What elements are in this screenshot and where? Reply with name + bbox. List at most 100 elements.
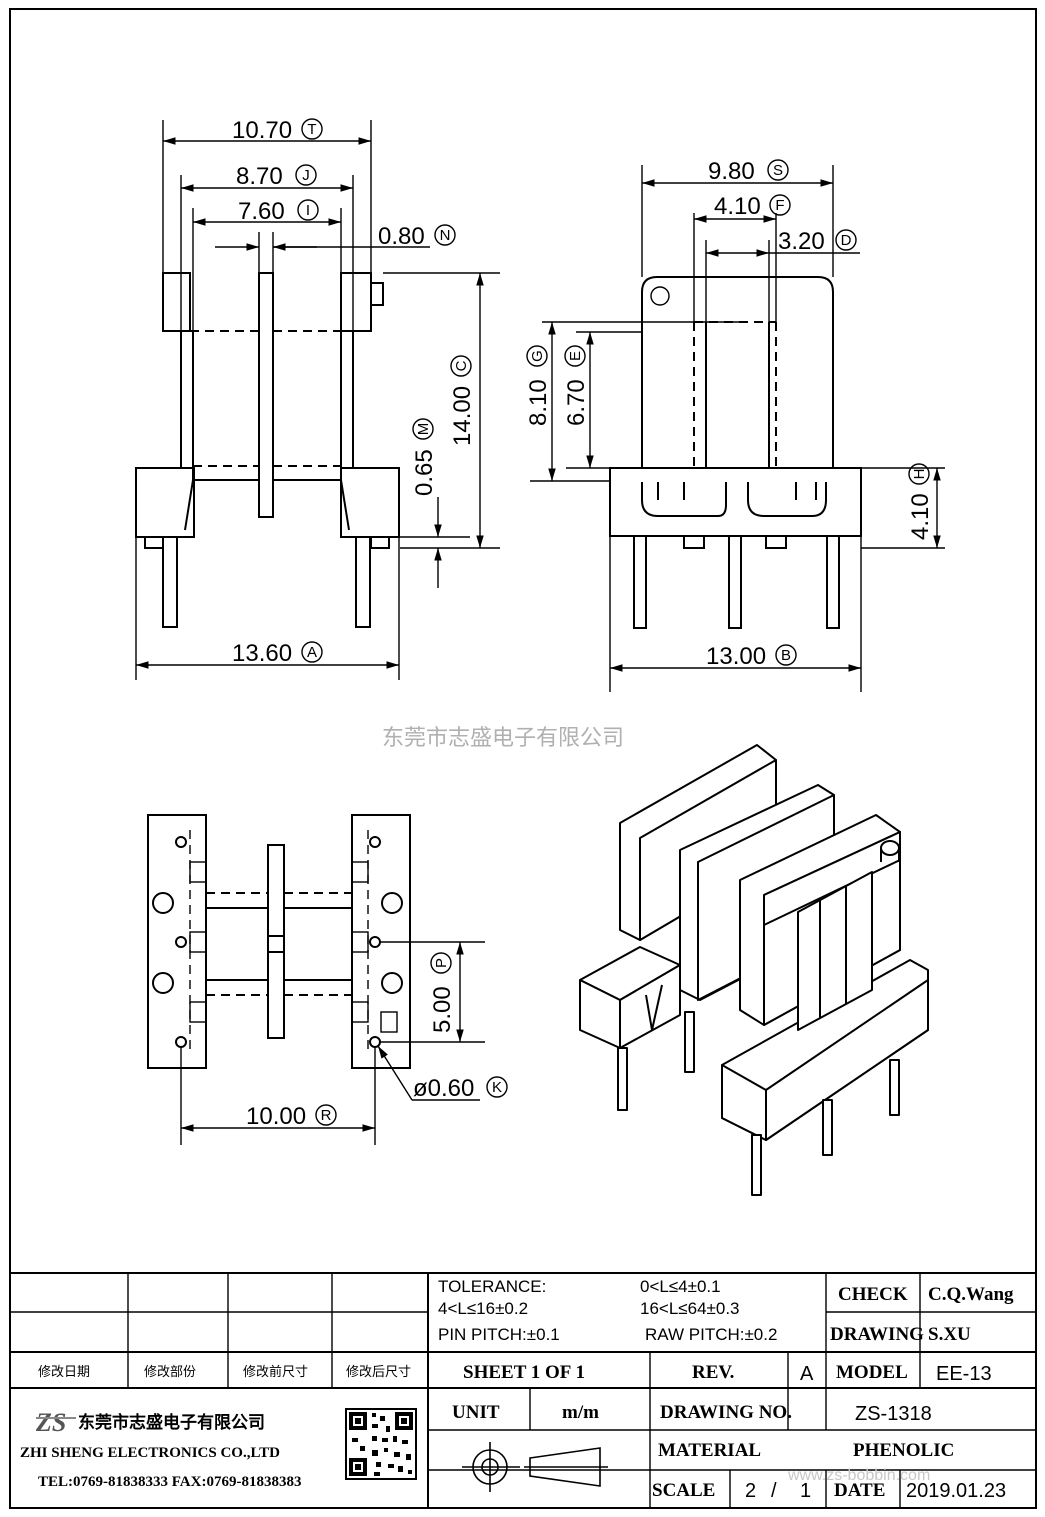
svg-text:P: P xyxy=(433,958,450,968)
dim-E: 6.70 E xyxy=(563,345,590,426)
rev-value: A xyxy=(800,1363,814,1385)
svg-text:J: J xyxy=(302,167,310,184)
scale-separator: / xyxy=(771,1480,777,1502)
svg-text:7.60: 7.60 xyxy=(238,198,285,225)
tolerance-range-2: 4<L≤16±0.2 xyxy=(438,1299,528,1318)
dim-S: 9.80 S xyxy=(708,158,789,185)
bottom-dimension-lines xyxy=(181,942,480,1132)
rev-date-label: 修改日期 xyxy=(38,1365,90,1380)
svg-text:0.80: 0.80 xyxy=(378,223,425,250)
unit-label: UNIT xyxy=(452,1402,500,1423)
svg-text:8.70: 8.70 xyxy=(236,163,283,190)
svg-text:0.65: 0.65 xyxy=(411,449,438,496)
rev-before-label: 修改前尺寸 xyxy=(243,1364,308,1380)
model-label: MODEL xyxy=(836,1362,908,1383)
company-name-en: ZHI SHENG ELECTRONICS CO.,LTD xyxy=(20,1445,280,1461)
scale-a: 2 xyxy=(745,1480,756,1502)
front-view xyxy=(135,120,500,680)
material-value: PHENOLIC xyxy=(853,1440,954,1461)
dim-I: 7.60 I xyxy=(238,198,319,225)
tolerance-range-3: 16<L≤64±0.3 xyxy=(640,1299,740,1318)
sheet-count: SHEET 1 OF 1 xyxy=(463,1362,585,1383)
svg-text:D: D xyxy=(841,232,852,249)
svg-text:F: F xyxy=(775,197,784,214)
watermark-text: 东莞市志盛电子有限公司 xyxy=(382,726,624,751)
svg-text:13.60: 13.60 xyxy=(232,640,292,667)
projection-symbol-icon xyxy=(462,1442,608,1492)
svg-text:R: R xyxy=(321,1107,332,1124)
svg-text:8.10: 8.10 xyxy=(525,379,552,426)
qr-code xyxy=(345,1408,417,1480)
side-dimension-lines xyxy=(548,179,941,672)
dim-P: 5.00 P xyxy=(429,952,456,1033)
svg-text:ZS: ZS xyxy=(35,1408,66,1437)
svg-text:4.10: 4.10 xyxy=(714,193,761,220)
tolerance-label: TOLERANCE: xyxy=(438,1277,546,1296)
rev-label: REV. xyxy=(692,1362,734,1383)
svg-text:S: S xyxy=(773,162,783,179)
tolerance-range-1: 0<L≤4±0.1 xyxy=(640,1277,721,1296)
scale-label: SCALE xyxy=(652,1480,715,1501)
svg-text:C: C xyxy=(453,360,470,371)
company-name-cn: 东莞市志盛电子有限公司 xyxy=(78,1412,265,1433)
svg-text:5.00: 5.00 xyxy=(429,986,456,1033)
svg-text:4.10: 4.10 xyxy=(907,493,934,540)
title-block-text: TOLERANCE: 0<L≤4±0.1 4<L≤16±0.2 16<L≤64±… xyxy=(20,1277,1014,1502)
drawing-value: S.XU xyxy=(928,1324,971,1345)
model-value: EE-13 xyxy=(936,1363,992,1385)
drawing-label: DRAWING xyxy=(830,1324,924,1345)
dim-B: 13.00 B xyxy=(706,643,797,670)
front-dimension-lines xyxy=(136,137,484,669)
svg-text:G: G xyxy=(529,350,546,362)
svg-text:14.00: 14.00 xyxy=(449,386,476,446)
side-view xyxy=(530,165,945,692)
bottom-view xyxy=(147,814,485,1145)
dim-K: ø0.60 K xyxy=(413,1075,508,1102)
svg-text:3.20: 3.20 xyxy=(778,228,825,255)
sheet-border xyxy=(9,8,1037,1509)
scale-b: 1 xyxy=(800,1480,811,1502)
svg-text:B: B xyxy=(781,647,791,664)
svg-text:10.00: 10.00 xyxy=(246,1103,306,1130)
dim-T: 10.70 T xyxy=(232,117,323,144)
pin-pitch: PIN PITCH:±0.1 xyxy=(438,1325,560,1344)
company-logo: ZS xyxy=(35,1408,76,1437)
dim-F: 4.10 F xyxy=(714,193,791,220)
svg-text:13.00: 13.00 xyxy=(706,643,766,670)
website-watermark: www.zs-bobbin.com xyxy=(787,1467,930,1484)
dim-J: 8.70 J xyxy=(236,163,317,190)
svg-text:6.70: 6.70 xyxy=(563,379,590,426)
svg-text:A: A xyxy=(307,644,317,661)
svg-text:M: M xyxy=(415,423,432,436)
check-label: CHECK xyxy=(838,1284,908,1305)
svg-text:T: T xyxy=(307,121,316,138)
material-label: MATERIAL xyxy=(658,1440,761,1461)
unit-value: m/m xyxy=(562,1402,599,1423)
dimension-labels: 10.70 T 8.70 J 7.60 I 0.80 N 14.00 C 0.6… xyxy=(232,117,934,1130)
date-value: 2019.01.23 xyxy=(906,1480,1006,1502)
svg-text:I: I xyxy=(306,202,310,219)
svg-text:H: H xyxy=(911,469,928,480)
dim-G: 8.10 G xyxy=(525,345,552,426)
dim-D: 3.20 D xyxy=(778,228,857,255)
dim-H: 4.10 H xyxy=(907,463,934,540)
company-contact: TEL:0769-81838333 FAX:0769-81838383 xyxy=(38,1474,301,1490)
svg-text:K: K xyxy=(492,1079,502,1096)
raw-pitch: RAW PITCH:±0.2 xyxy=(645,1325,777,1344)
drawing-no-label: DRAWING NO. xyxy=(660,1402,792,1423)
dim-R: 10.00 R xyxy=(246,1103,337,1130)
dim-A: 13.60 A xyxy=(232,640,323,667)
rev-after-label: 修改后尺寸 xyxy=(346,1365,411,1380)
isometric-view xyxy=(579,744,929,1196)
dim-M: 0.65 M xyxy=(411,418,438,496)
svg-text:N: N xyxy=(440,227,451,244)
svg-text:9.80: 9.80 xyxy=(708,158,755,185)
dim-C: 14.00 C xyxy=(449,355,476,446)
drawing-no-value: ZS-1318 xyxy=(855,1403,932,1425)
svg-text:10.70: 10.70 xyxy=(232,117,292,144)
check-value: C.Q.Wang xyxy=(928,1284,1014,1305)
svg-text:ø0.60: ø0.60 xyxy=(413,1075,474,1102)
dim-N: 0.80 N xyxy=(378,223,456,250)
